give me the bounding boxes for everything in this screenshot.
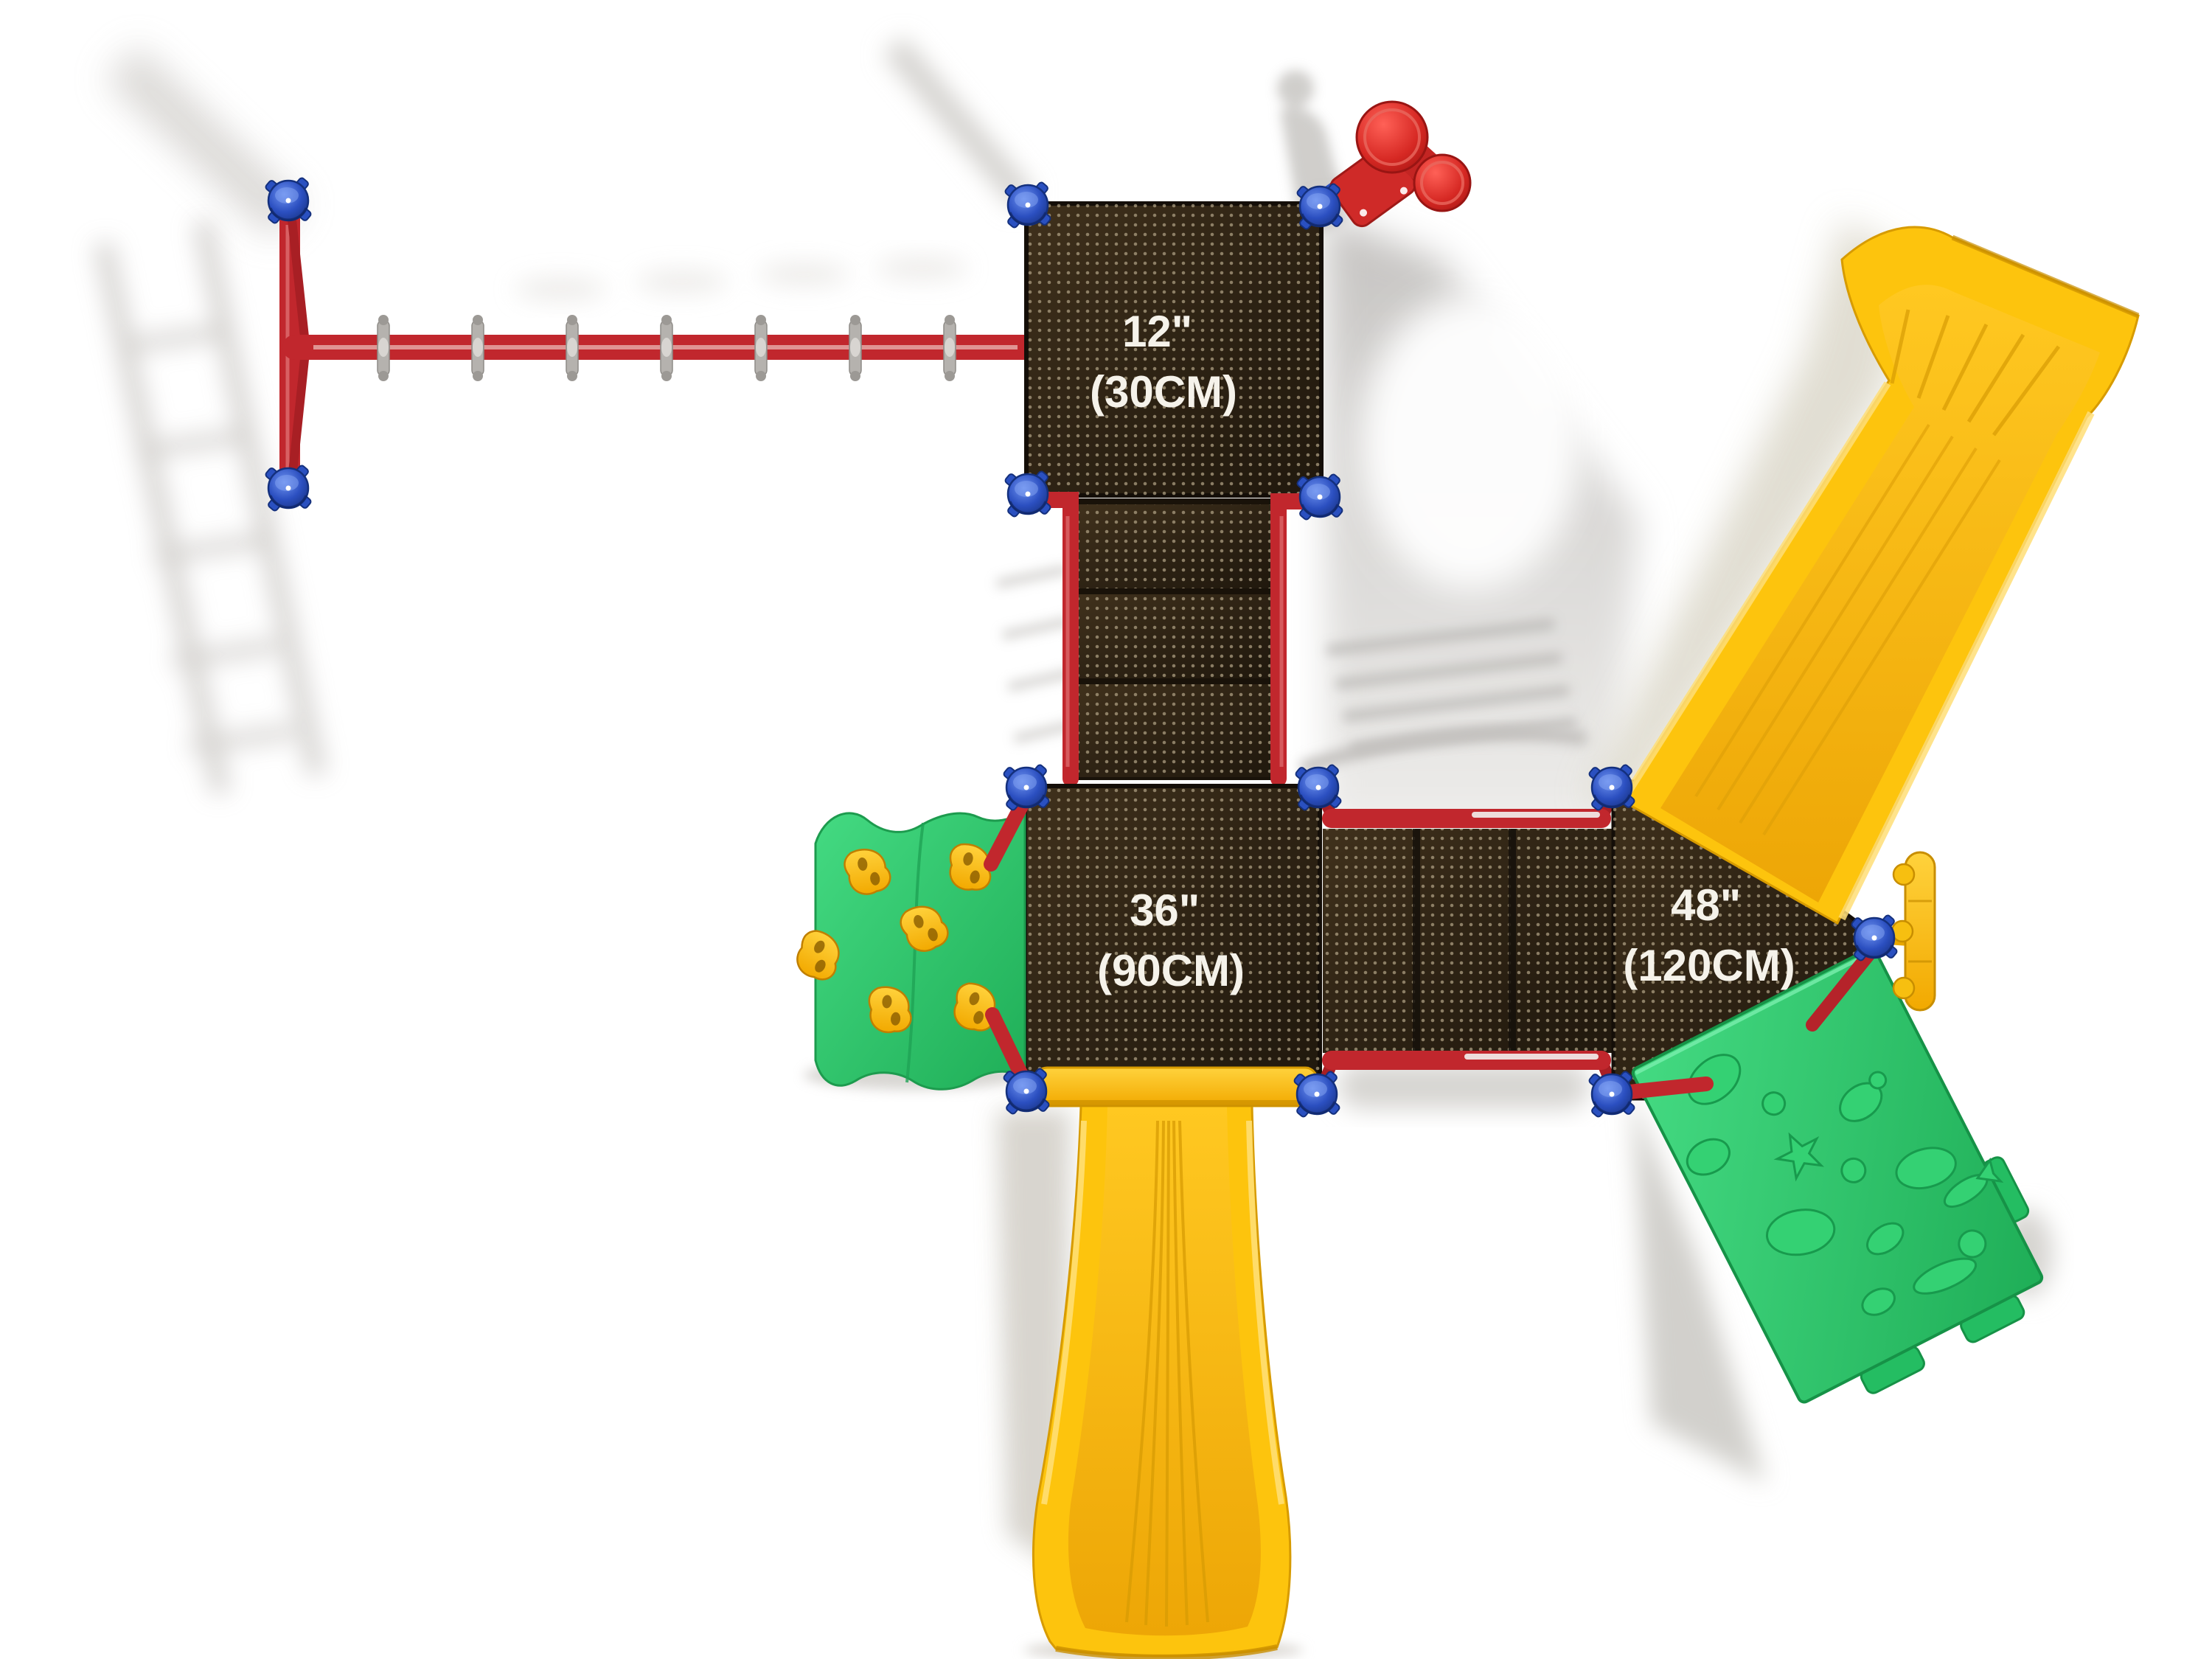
post-cap — [1849, 913, 1899, 963]
rung — [754, 315, 768, 381]
deck-12-label: 12" (30CM) — [1090, 307, 1237, 417]
hood-edge — [1043, 1100, 1310, 1107]
telescope-viewer — [1322, 100, 1472, 228]
ramp-shadow — [1631, 1091, 1766, 1484]
lens-rim — [1420, 161, 1464, 205]
post-shadow-band — [105, 45, 305, 239]
rung — [943, 315, 956, 381]
slide-channel — [1068, 1106, 1261, 1636]
post-cap — [1587, 762, 1637, 813]
post-cap — [1295, 181, 1345, 232]
exit-lip — [1951, 234, 2140, 319]
rail-highlight — [1246, 1120, 1284, 1505]
deck-48in: 48" (120CM) — [1611, 779, 1882, 1101]
ground-shadows — [94, 37, 2053, 1659]
stair-steps — [1078, 504, 1276, 777]
upper-slide-shadow — [1585, 220, 1908, 810]
post-cap — [1001, 1066, 1051, 1116]
embossed-shapes — [1686, 1054, 2004, 1316]
slide-upper — [1620, 226, 2140, 925]
climb-ramp-right — [1631, 947, 2044, 1404]
deck-36-label: 36" (90CM) — [1097, 886, 1245, 995]
plank-gap — [1509, 829, 1516, 1053]
plank-gap — [1413, 829, 1420, 1053]
bridge — [1317, 793, 1618, 1088]
rail-highlight — [1623, 381, 1891, 797]
shadow-highlight — [1360, 295, 1582, 590]
ramp-hand-rod — [1615, 1077, 1714, 1100]
monkey-bar-rungs — [377, 315, 956, 381]
slide-ridges — [1125, 1120, 1209, 1627]
climb-wall-left — [787, 789, 1034, 1093]
slide-bottom — [1032, 1066, 1318, 1659]
post-cap — [263, 463, 313, 513]
rung — [660, 315, 673, 381]
rung — [471, 315, 484, 381]
post-cap — [1003, 180, 1053, 230]
post-cap — [1001, 762, 1051, 813]
rung — [377, 315, 390, 381]
post-cap — [1292, 1069, 1342, 1119]
post-cap — [1293, 762, 1343, 813]
curved-shadow — [1299, 726, 1588, 775]
rail-highlight — [1838, 411, 2095, 921]
deck-48-label: 48" (120CM) — [1623, 880, 1795, 990]
step-dots — [1078, 594, 1276, 678]
wheel-segments — [1908, 900, 1932, 963]
telescope-lens-large — [1355, 100, 1429, 174]
wheel-knob — [1892, 863, 1916, 886]
bridge-shadow — [1338, 1063, 1589, 1109]
wheel-knob — [1892, 976, 1916, 1000]
rail-highlight — [1041, 1120, 1087, 1505]
post-cap — [1295, 472, 1345, 522]
tip-hand-rod — [1806, 943, 1879, 1032]
handhold-bar — [984, 789, 1034, 872]
post-cap — [1587, 1069, 1637, 1119]
rung-shadow-wisps — [515, 257, 967, 300]
corner-post-shadow — [883, 37, 1035, 209]
slide-ridges — [1694, 423, 2001, 836]
stair-rail-right — [1270, 493, 1324, 787]
rung — [566, 315, 579, 381]
attachments — [1322, 100, 1936, 1100]
step-dots — [1078, 504, 1276, 588]
monkey-bars — [279, 202, 1039, 495]
deck-12in: 12" (30CM) — [1024, 201, 1324, 498]
panel-highlight — [1635, 952, 1871, 1075]
exit-fan-ridges — [1890, 309, 2061, 437]
monkey-bar-shadow — [94, 219, 327, 795]
slide-channel — [1660, 285, 2100, 903]
step-dots — [1078, 684, 1276, 777]
post-cap — [1003, 469, 1053, 519]
end-post-braces — [288, 219, 310, 480]
rung — [849, 315, 862, 381]
stairs — [1024, 492, 1324, 787]
post-cap — [263, 175, 313, 226]
lens-rim — [1363, 108, 1421, 166]
bridge-deck-dots — [1323, 829, 1612, 1053]
slide-lip — [1055, 1644, 1278, 1659]
deck-36in: 36" (90CM) — [1023, 784, 1322, 1096]
